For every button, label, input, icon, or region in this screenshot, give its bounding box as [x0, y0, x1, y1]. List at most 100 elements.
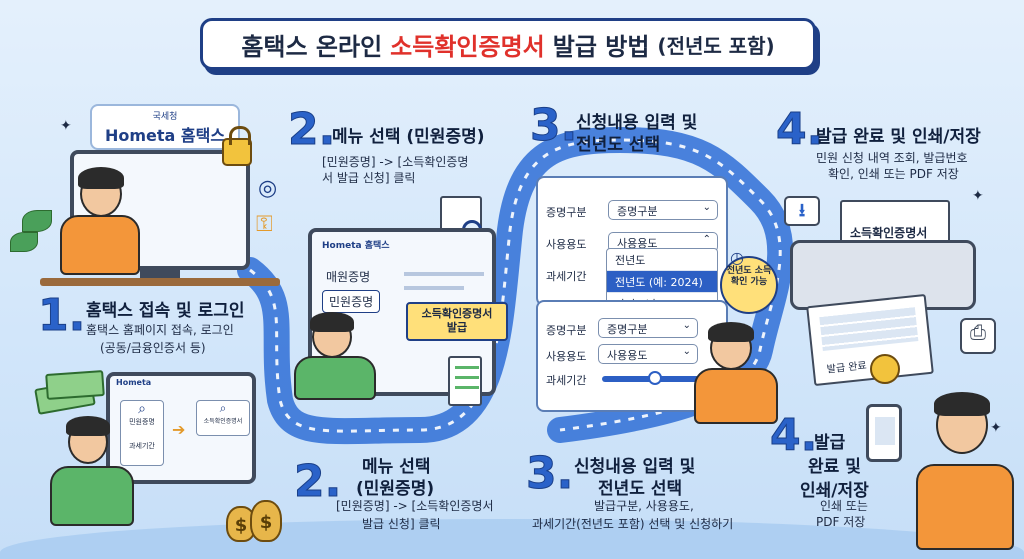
step-2-desc-bottom-2: 발급 신청] 클릭: [362, 517, 441, 531]
step-4-desc-top-2: 확인, 인쇄 또는 PDF 저장: [828, 167, 959, 181]
small-card-right-label: 소득확인증명서: [203, 418, 243, 425]
person-form: [690, 320, 780, 424]
step-3-title-bottom-2: 전년도 선택: [598, 479, 683, 499]
award-icon: [870, 354, 900, 384]
form-top-purpose-select[interactable]: 사용용도 ⌃: [608, 232, 718, 252]
step-3-title-bottom-1: 신청내용 입력 및: [574, 457, 696, 477]
form-top-row3-label: 과세기간: [546, 270, 587, 283]
small-card-left-label: 민원증명: [129, 418, 155, 426]
fingerprint-icon: ◎: [258, 176, 278, 201]
chevron-down-icon: ⌄: [682, 320, 691, 331]
menu-item-1: 매원증명: [326, 270, 371, 284]
title-part-1: 홈택스 온라인: [241, 32, 383, 61]
menu-line-2: [404, 286, 464, 290]
form-top-cert-type-select[interactable]: 증명구분 ⌄: [608, 200, 718, 220]
step-3-title-top-2: 전년도 선택: [576, 135, 661, 155]
clock-icon: ◷: [730, 248, 744, 267]
step-1-number: 1.: [37, 290, 86, 342]
hometax-logo: 국세청 Hometa 홈택스: [90, 104, 240, 150]
key-icon: ⚿: [256, 212, 273, 237]
issue-callout-line-2: 발급: [446, 321, 468, 335]
money-icon-2: [45, 370, 105, 400]
step-2-desc-top-2: 서 발급 신청] 클릭: [322, 171, 416, 185]
step-3-number-bottom: 3.: [525, 448, 574, 500]
form-top-purpose-value: 사용용도: [617, 237, 658, 250]
lock-icon: [222, 126, 252, 166]
form-top-row1-label: 증명구분: [546, 206, 587, 219]
chevron-up-icon: ⌃: [702, 234, 711, 245]
logo-small-text: 국세청: [152, 111, 178, 122]
prev-year-badge: ◷ 전년도 소득 확인 가능: [720, 248, 778, 314]
issue-callout-button[interactable]: 소득확인증명서 발급: [406, 302, 508, 341]
period-slider[interactable]: [602, 371, 702, 385]
person-phone: [910, 390, 1020, 550]
step-4-title-top: 발급 완료 및 인쇄/저장: [816, 127, 981, 147]
period-slider-handle[interactable]: [648, 371, 662, 385]
small-doc-icon: ⌕: [219, 401, 227, 415]
small-card-right: ⌕ 소득확인증명서: [196, 400, 250, 436]
logo-main-text: Hometa 홈택스: [104, 125, 226, 145]
step-3-number-top: 3.: [529, 100, 578, 152]
printed-doc-done: 발급 완료: [826, 360, 868, 376]
money-bag-icon-2: $: [250, 500, 282, 542]
certificate-doc-title: 소득확인증명서: [850, 226, 928, 240]
printer-side-icon: ⎙: [960, 318, 996, 354]
form-bottom-row3-label: 과세기간: [546, 374, 587, 387]
step-2-title-bottom-1: 메뉴 선택: [362, 457, 431, 477]
step-1-title: 홈택스 접속 및 로그인: [86, 301, 245, 321]
step-4-title-bottom-3: 인쇄/저장: [800, 481, 869, 501]
chevron-down-icon: ⌄: [682, 346, 691, 357]
step-4-desc-bottom-2: PDF 저장: [816, 515, 866, 529]
plant-leaf-2: [10, 232, 38, 252]
form-bottom-row1-label: 증명구분: [546, 324, 587, 337]
title-part-4: (전년도 포함): [657, 33, 775, 58]
step-2-number-top: 2.: [287, 104, 336, 156]
small-card-left: ⌕ 민원증명 과세기간: [120, 400, 164, 466]
step-2-desc-bottom-1: [민원증명] -> [소득확인증명서: [336, 499, 494, 513]
step-3-desc-bottom-1: 발급구분, 사용용도,: [594, 499, 694, 513]
small-search-icon: ⌕: [138, 401, 146, 417]
phone-icon: [866, 404, 902, 462]
step-1-desc-1: 홈택스 홈페이지 접속, 로그인: [86, 323, 234, 337]
person-menu: [290, 310, 380, 400]
form-bottom-purpose-select[interactable]: 사용용도 ⌄: [598, 344, 698, 364]
download-icon: ⭳: [784, 196, 820, 226]
page-title: 홈택스 온라인 소득확인증명서 발급 방법 (전년도 포함): [200, 18, 816, 70]
menu-item-2: 민원증명: [322, 290, 381, 313]
plant-icon: [22, 210, 52, 232]
sparkle-icon-2: ✦: [990, 420, 1002, 436]
step-4-number-top: 4.: [775, 104, 824, 156]
small-monitor-logo: Hometa: [116, 378, 152, 387]
prev-year-badge-line-2: 확인 가능: [730, 276, 768, 287]
prev-year-badge-line-1: 전년도 소득: [726, 266, 772, 276]
form-bottom-row2-label: 사용용도: [546, 350, 587, 363]
sparkle-icon: ✦: [60, 118, 72, 134]
desk: [40, 278, 280, 286]
chevron-down-icon: ⌄: [702, 202, 711, 213]
menu-line-1: [404, 272, 484, 276]
checklist-icon: [448, 356, 482, 406]
title-part-3: 발급 방법: [552, 32, 650, 61]
person-login: [60, 165, 150, 275]
step-2-title-bottom-2: (민원증명): [356, 479, 435, 499]
step-4-desc-top-1: 민원 신청 내역 조회, 발급번호: [816, 151, 968, 165]
step-2-title-top: 메뉴 선택 (민원증명): [332, 127, 485, 147]
form-top-row2-label: 사용용도: [546, 238, 587, 251]
step-4-number-bottom: 4.: [769, 410, 818, 462]
step-3-desc-bottom-2: 과세기간(전년도 포함) 선택 및 신청하기: [532, 517, 734, 531]
step-2-number-bottom: 2.: [293, 456, 342, 508]
menu-monitor-logo: Hometa 홈택스: [322, 241, 390, 251]
form-top-cert-type-value: 증명구분: [617, 205, 658, 218]
form-bottom-cert-type-value: 증명구분: [607, 323, 648, 336]
period-option-1[interactable]: 전년도: [607, 249, 717, 271]
form-bottom-purpose-value: 사용용도: [607, 349, 648, 362]
person-pointing: [50, 410, 140, 526]
sparkle-icon-3: ✦: [972, 188, 984, 204]
application-form-bottom: 증명구분 증명구분 ⌄ 사용용도 사용용도 ⌄ 과세기간: [536, 300, 728, 412]
title-part-2: 소득확인증명서: [390, 32, 545, 61]
step-2-desc-top-1: [민원증명] -> [소득확인증명: [322, 155, 469, 169]
period-option-2[interactable]: 전년도 (예: 2024): [607, 271, 717, 293]
step-4-title-bottom-1: 발급: [814, 433, 846, 453]
step-1-desc-2: (공동/금융인증서 등): [100, 341, 206, 355]
form-bottom-cert-type-select[interactable]: 증명구분 ⌄: [598, 318, 698, 338]
